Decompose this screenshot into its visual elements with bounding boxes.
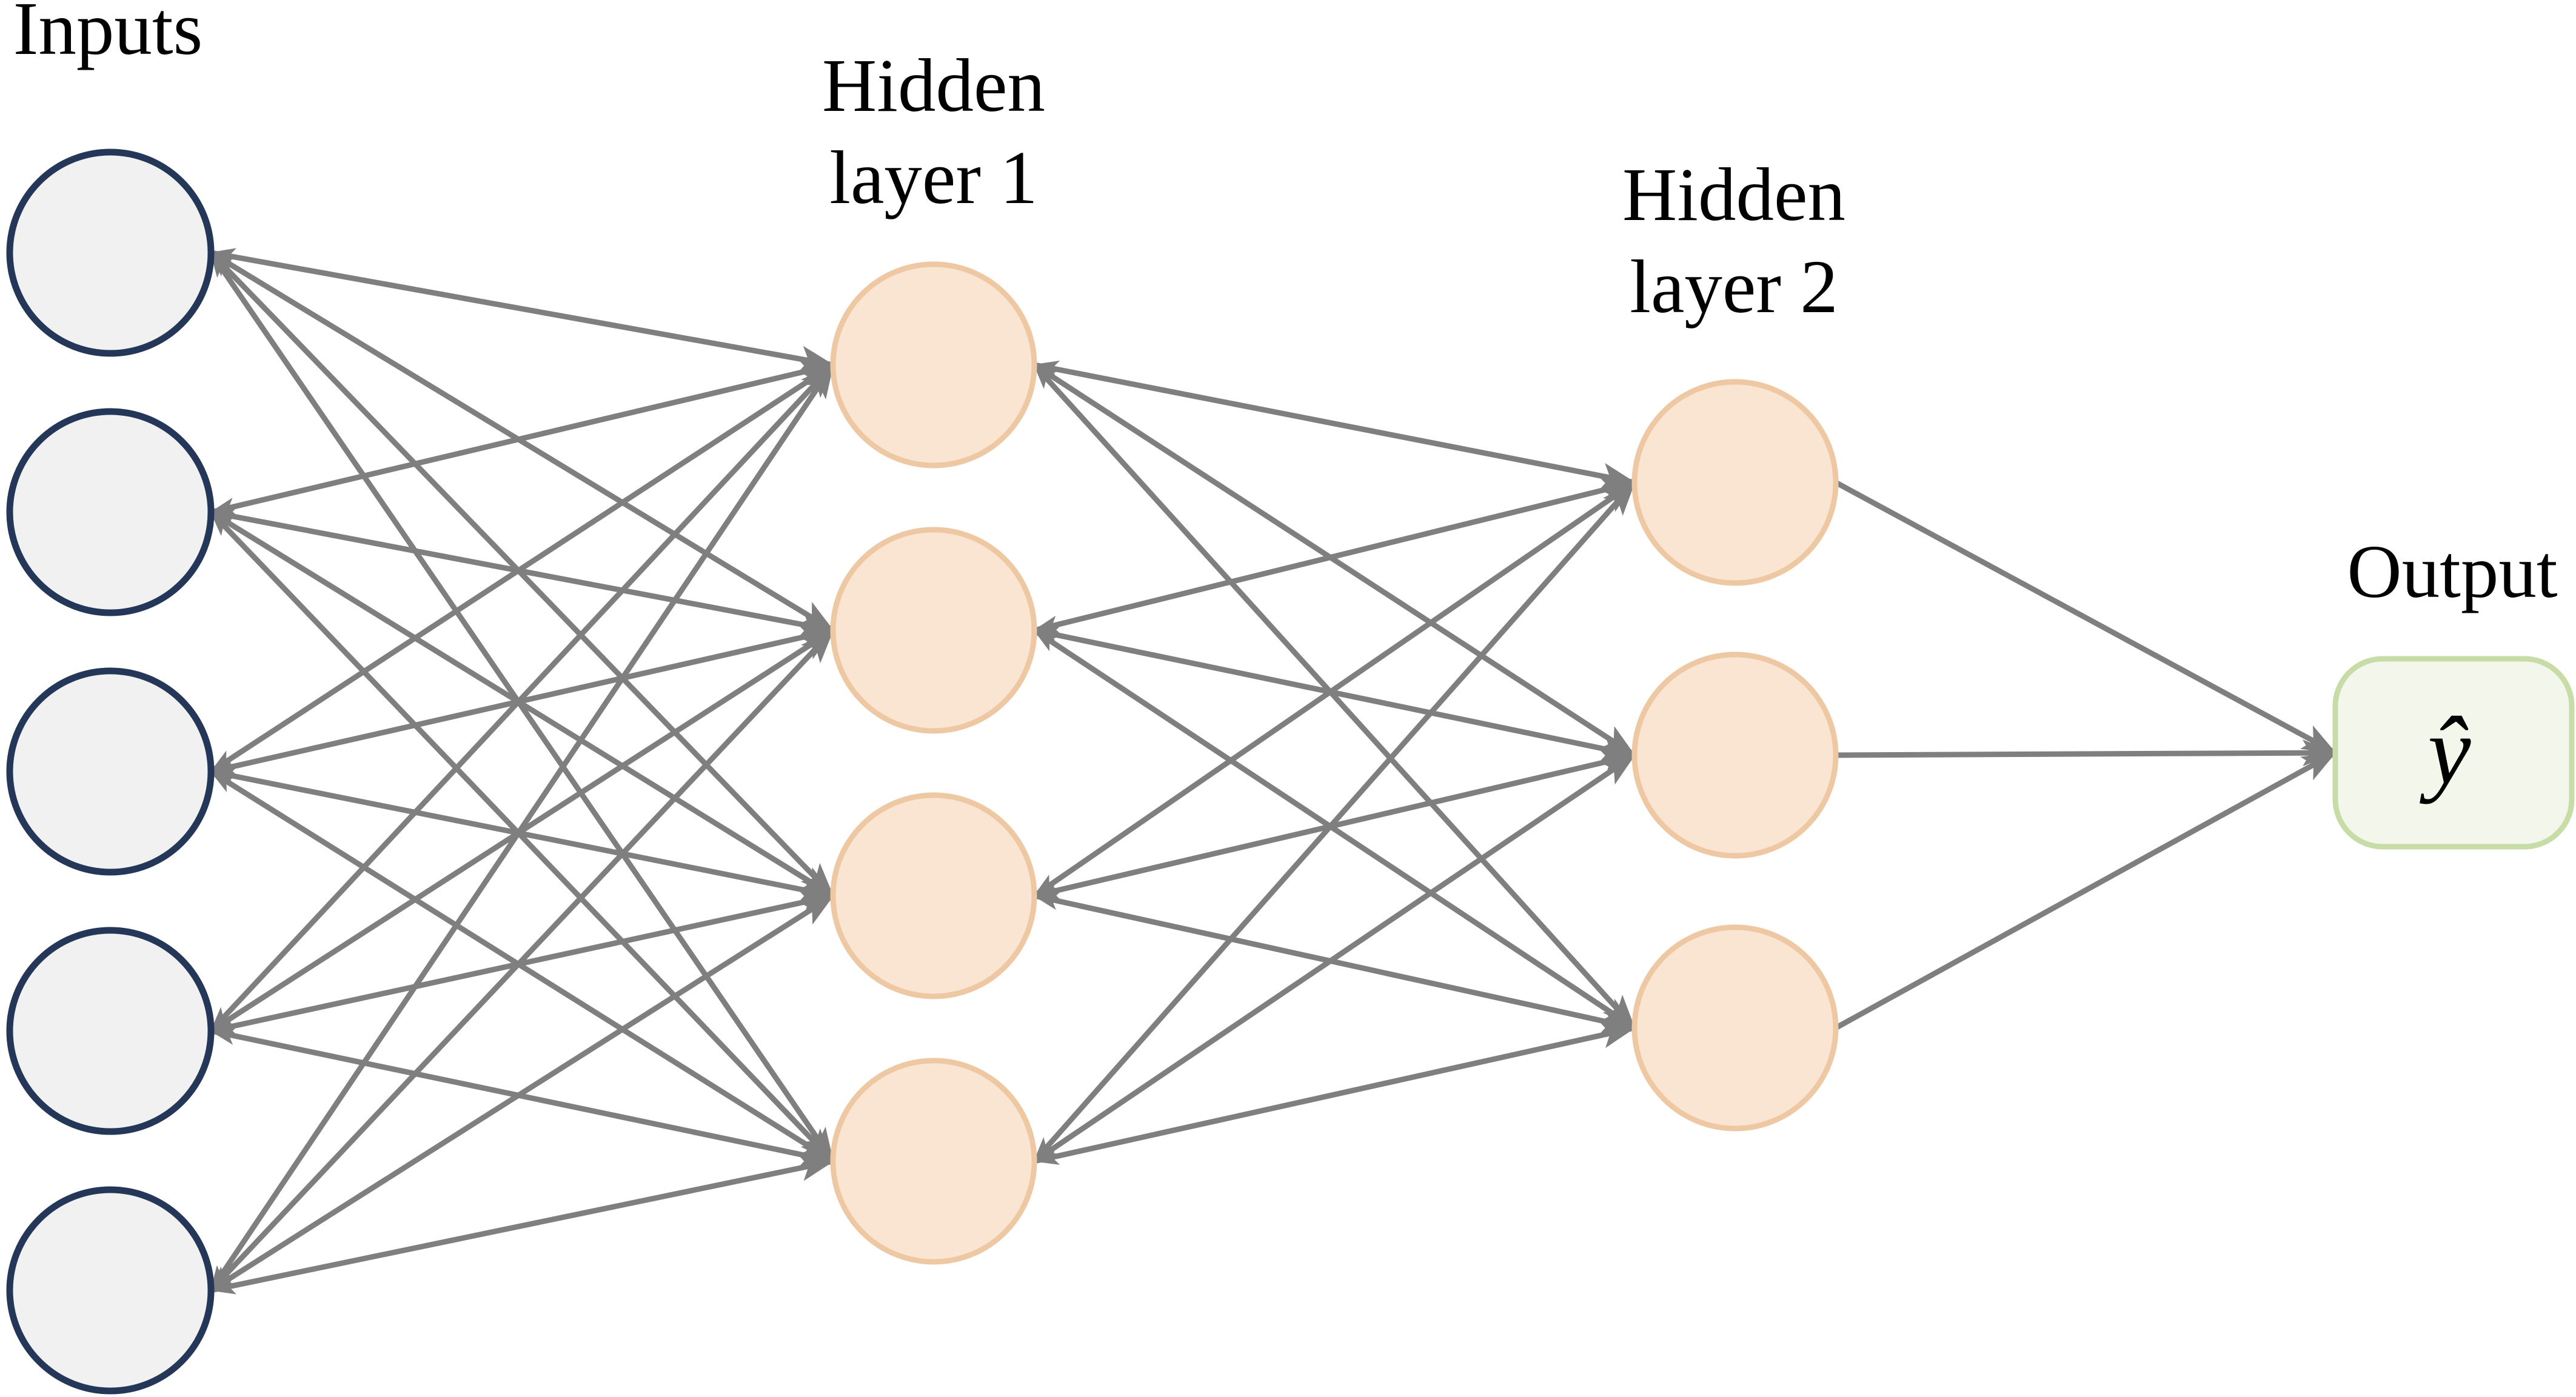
hidden1-node-4 [830, 1058, 1037, 1265]
hidden-layer-2-label-line: Hidden [1622, 153, 1845, 237]
inputs-node-3 [6, 667, 215, 876]
inputs-node-5 [6, 1186, 215, 1395]
inputs-node-2 [6, 408, 215, 616]
inputs-node-4 [6, 927, 215, 1135]
edge-inputs-5-to-hidden1-4 [210, 1155, 834, 1295]
hidden1-node-2 [830, 527, 1037, 734]
hidden-layer-2-label: Hidden layer 2 [1622, 149, 1845, 333]
output-node-symbol: ŷ [2427, 696, 2471, 805]
output-label-line: Output [2347, 530, 2558, 614]
hidden2-node-2 [1631, 652, 1839, 859]
edge-hidden1-3-to-hidden2-3 [1033, 892, 1636, 1034]
output-label: Output [2347, 526, 2557, 618]
edge-hidden2-2-to-output-1 [1835, 739, 2337, 767]
hidden-layer-2-label-line: layer 2 [1630, 245, 1838, 329]
edge-hidden2-3-to-output-1 [1834, 750, 2337, 1030]
edges-group [209, 248, 2337, 1295]
hidden-layer-1-label-line: Hidden [822, 44, 1045, 128]
hidden1-node-3 [830, 792, 1037, 999]
edge-hidden1-4-to-hidden2-2 [1032, 753, 1636, 1164]
edge-hidden2-1-to-output-1 [1834, 480, 2337, 755]
inputs-label: Inputs [13, 0, 203, 75]
hidden2-node-1 [1631, 379, 1839, 586]
hidden1-node-1 [830, 261, 1037, 468]
edge-inputs-4-to-hidden1-1 [209, 362, 835, 1033]
edge-hidden1-4-to-hidden2-3 [1033, 1022, 1636, 1165]
edge-inputs-5-to-hidden1-2 [209, 628, 835, 1293]
inputs-label-line: Inputs [13, 0, 203, 71]
edge-hidden1-2-to-hidden2-1 [1033, 477, 1636, 633]
inputs-node-1 [6, 148, 215, 357]
nodes-group [6, 148, 2575, 1395]
edge-hidden1-4-to-hidden2-1 [1032, 481, 1637, 1163]
hidden-layer-1-label-line: layer 1 [829, 136, 1038, 220]
hidden-layer-1-label: Hidden layer 1 [822, 40, 1045, 224]
hidden2-node-3 [1631, 924, 1839, 1132]
edge-inputs-5-to-hidden1-3 [209, 893, 835, 1293]
output-node [2332, 656, 2575, 850]
